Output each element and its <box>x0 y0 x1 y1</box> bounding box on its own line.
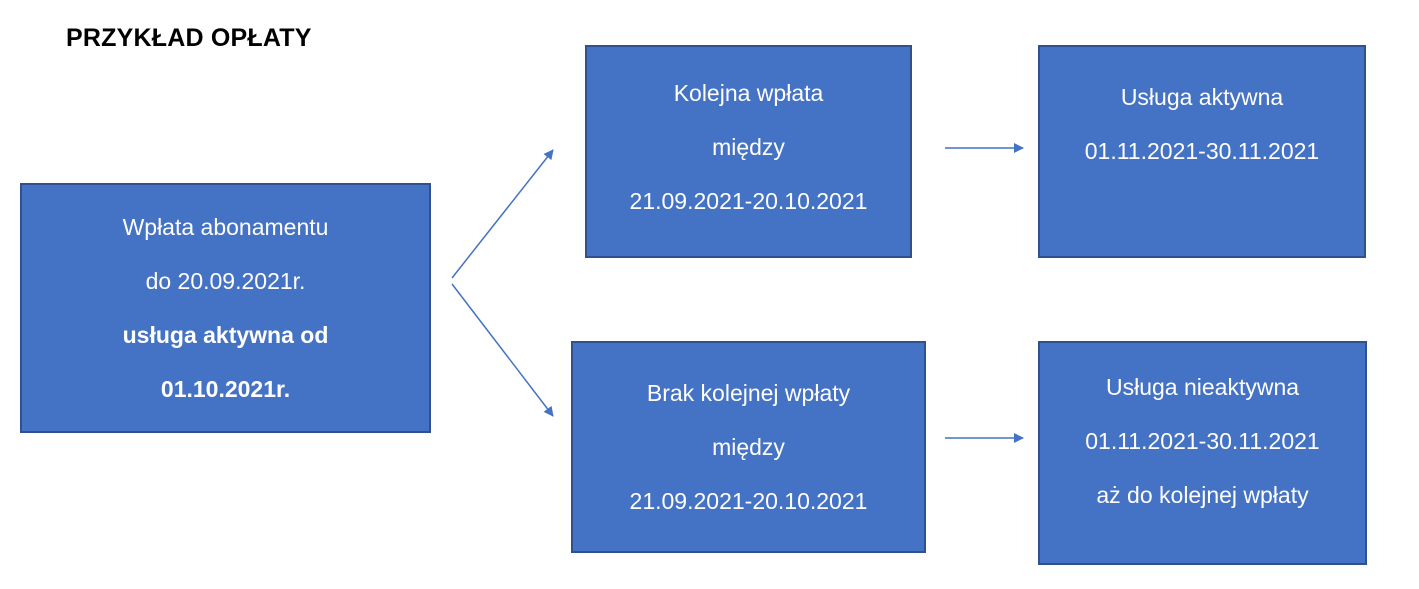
box-line: do 20.09.2021r. <box>145 268 306 294</box>
page-title: PRZYKŁAD OPŁATY <box>66 24 312 52</box>
box-line: Brak kolejnej wpłaty <box>646 380 851 406</box>
box-line: Usługa nieaktywna <box>1105 373 1300 400</box>
box-line: Wpłata abonamentu <box>122 214 329 240</box>
box-initial-payment: Wpłata abonamentu do 20.09.2021r. usługa… <box>20 183 431 433</box>
box-line: 21.09.2021-20.10.2021 <box>629 488 868 514</box>
box-service-active: Usługa aktywna 01.11.2021-30.11.2021 <box>1038 45 1366 258</box>
box-line: 01.10.2021r. <box>160 376 291 402</box>
box-no-next-payment: Brak kolejnej wpłaty między 21.09.2021-2… <box>571 341 926 553</box>
box-line: Usługa aktywna <box>1120 84 1284 110</box>
box-line: Kolejna wpłata <box>673 79 824 106</box>
arrow-start-to-nonext <box>451 283 554 417</box>
box-line: między <box>712 133 785 160</box>
box-line: usługa aktywna od <box>122 322 329 348</box>
arrow-start-to-next <box>451 149 554 279</box>
box-line: 01.11.2021-30.11.2021 <box>1084 138 1320 164</box>
box-line: 01.11.2021-30.11.2021 <box>1085 427 1320 454</box>
box-line: 21.09.2021-20.10.2021 <box>629 187 868 214</box>
box-line: aż do kolejnej wpłaty <box>1096 481 1309 508</box>
box-service-inactive: Usługa nieaktywna 01.11.2021-30.11.2021 … <box>1038 341 1367 565</box>
box-line: między <box>712 434 785 460</box>
box-next-payment: Kolejna wpłata między 21.09.2021-20.10.2… <box>585 45 912 258</box>
